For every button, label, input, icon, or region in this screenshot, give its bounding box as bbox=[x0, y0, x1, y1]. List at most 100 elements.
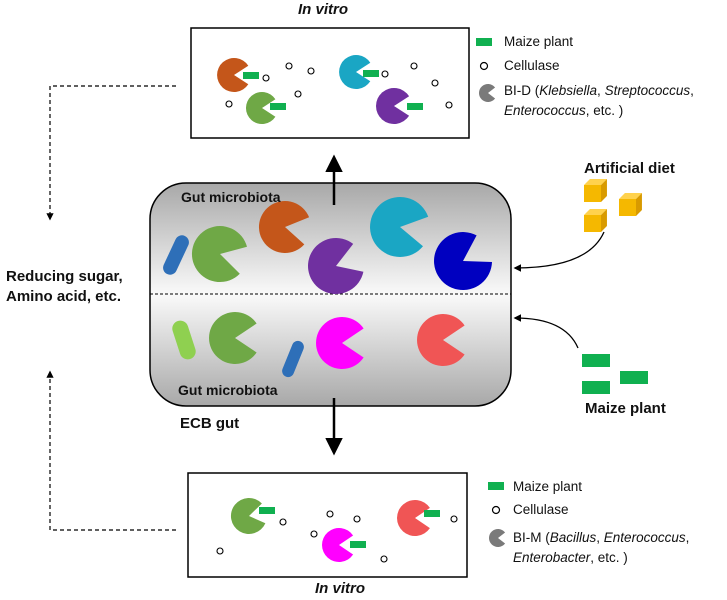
gut-microbiota-upper-label: Gut microbiota bbox=[181, 189, 281, 205]
legend-genus: Bacillus bbox=[549, 530, 597, 545]
cellulase-dot bbox=[310, 530, 318, 538]
legend-bid-label: BI-D (Klebsiella, Streptococcus, bbox=[504, 81, 694, 100]
cellulase-dot bbox=[294, 90, 302, 98]
dashed-arrow-top bbox=[46, 85, 176, 221]
rod-bacterium-lightgreen bbox=[172, 320, 196, 360]
legend-suffix: , etc. ) bbox=[590, 550, 628, 565]
bacterium-green bbox=[245, 92, 276, 124]
legend-separator: , bbox=[690, 83, 694, 98]
arrow-maize-to-gut bbox=[513, 314, 579, 349]
diet-cube-face bbox=[636, 193, 642, 216]
maize-fragment bbox=[363, 70, 379, 77]
cellulase-dot bbox=[285, 62, 293, 70]
legend-maize-label: Maize plant bbox=[513, 479, 583, 494]
legend-bim-label: BI-M (Bacillus, Enterococcus, bbox=[513, 528, 689, 547]
legend-suffix: , etc. ) bbox=[585, 103, 624, 118]
cellulase-dot bbox=[445, 101, 453, 109]
maize-piece bbox=[582, 381, 610, 394]
diet-cube-face bbox=[584, 209, 607, 215]
legend-separator: , bbox=[685, 530, 690, 545]
legend-bid-label-line2: Enterococcus, etc. ) bbox=[504, 101, 623, 120]
bacterium-purple bbox=[376, 88, 410, 124]
bottom-invitro-title: In vitro bbox=[315, 580, 366, 597]
gut-bacteria bbox=[163, 197, 492, 378]
diet-cube-face bbox=[584, 215, 601, 232]
legend-cellulase-symbol bbox=[491, 505, 501, 515]
cellulase-dot bbox=[279, 518, 287, 526]
bacterium-green bbox=[230, 497, 266, 534]
cellulase-dot bbox=[262, 74, 270, 82]
bacterium-blue bbox=[434, 232, 492, 291]
legend-maize-symbol bbox=[488, 482, 504, 490]
cellulase-dot bbox=[326, 510, 334, 518]
bacterium-magenta bbox=[316, 317, 364, 369]
bacterium-red bbox=[417, 314, 465, 366]
legend-genus: Enterobacter bbox=[513, 550, 591, 565]
bacterium-red bbox=[397, 500, 430, 536]
legend-separator: , bbox=[597, 83, 605, 98]
artificial-diet-label: Artificial diet bbox=[584, 160, 675, 177]
maize-fragment bbox=[270, 103, 286, 110]
maize-fragment bbox=[243, 72, 259, 79]
maize-plant-label: Maize plant bbox=[585, 400, 666, 417]
maize-fragment bbox=[424, 510, 440, 517]
cellulase-dot bbox=[353, 515, 361, 523]
legend-strain-prefix: BI-M ( bbox=[513, 530, 550, 545]
bacterium-orange bbox=[217, 58, 249, 92]
arrow-diet-to-gut bbox=[513, 231, 605, 272]
maize-piece bbox=[582, 354, 610, 367]
bacterium-orange bbox=[258, 201, 310, 254]
legend-maize-label: Maize plant bbox=[504, 34, 574, 49]
bottom-bacteria bbox=[216, 497, 458, 563]
cellulase-dot bbox=[225, 100, 233, 108]
cellulase-dot bbox=[381, 70, 389, 78]
bacterium-purple bbox=[308, 238, 364, 295]
maize-fragment bbox=[350, 541, 366, 548]
diet-cube-face bbox=[601, 179, 607, 202]
legend-cellulase-symbol bbox=[479, 61, 489, 71]
legend-bim-label-line2: Enterobacter, etc. ) bbox=[513, 548, 628, 567]
legend-strain-prefix: BI-D ( bbox=[504, 83, 540, 98]
gut-microbiota-lower-label: Gut microbiota bbox=[178, 382, 278, 398]
output-line2: Amino acid, etc. bbox=[6, 288, 122, 305]
legend-cellulase-label: Cellulase bbox=[513, 502, 569, 517]
legend-separator: , bbox=[596, 530, 604, 545]
bacterium-magenta bbox=[322, 528, 354, 562]
cellulase-dot bbox=[410, 62, 418, 70]
bacterium-green bbox=[191, 226, 247, 283]
maize-fragment bbox=[259, 507, 275, 514]
maize-piece bbox=[620, 371, 648, 384]
diet-cube-face bbox=[619, 193, 642, 199]
cellulase-dot bbox=[307, 67, 315, 75]
bacterium-cyan bbox=[339, 55, 371, 90]
rod-bacterium-blue bbox=[163, 235, 189, 275]
legend-genus: Enterococcus bbox=[504, 103, 586, 118]
legend-bacterium-symbol bbox=[488, 529, 506, 548]
bacterium-cyan bbox=[370, 197, 429, 258]
top-bacteria bbox=[217, 55, 453, 124]
legend-maize-symbol bbox=[476, 38, 492, 46]
rod-bacterium-blue bbox=[282, 340, 304, 378]
cellulase-dot bbox=[450, 515, 458, 523]
legend-genus: Streptococcus bbox=[604, 83, 691, 98]
dashed-arrow-bottom bbox=[46, 370, 176, 531]
diet-cube-face bbox=[601, 209, 607, 232]
cellulase-dot bbox=[216, 547, 224, 555]
maize-fragment bbox=[407, 103, 423, 110]
artificial-diet-cubes bbox=[584, 179, 642, 232]
diet-cube-face bbox=[584, 179, 607, 185]
diet-cube-face bbox=[619, 199, 636, 216]
legend-genus: Klebsiella bbox=[539, 83, 598, 98]
cellulase-dot bbox=[431, 79, 439, 87]
top-invitro-title: In vitro bbox=[298, 1, 349, 18]
ecb-gut-label: ECB gut bbox=[180, 415, 240, 432]
legend-cellulase-label: Cellulase bbox=[504, 58, 560, 73]
output-line1: Reducing sugar, bbox=[6, 268, 123, 285]
cellulase-dot bbox=[380, 555, 388, 563]
legend-genus: Enterococcus bbox=[603, 530, 686, 545]
legend-bacterium-symbol bbox=[478, 84, 496, 103]
maize-plant-pieces bbox=[582, 354, 648, 394]
bacterium-green bbox=[209, 312, 257, 364]
